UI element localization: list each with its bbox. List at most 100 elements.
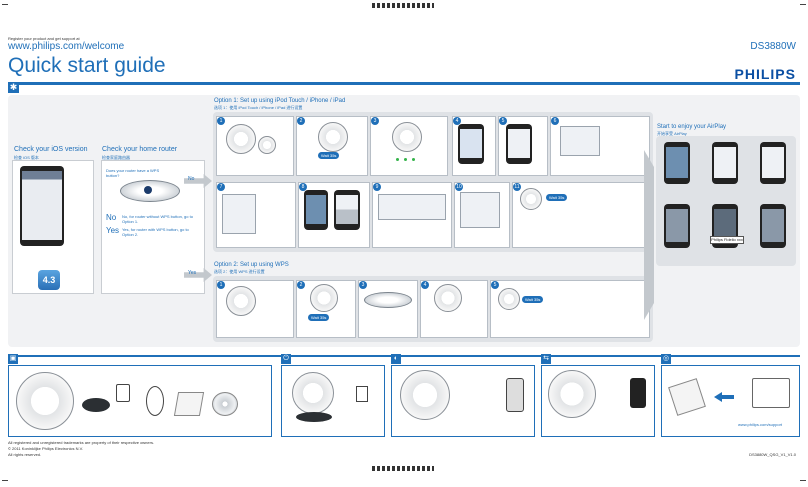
speaker-image [392,122,422,152]
wait-indicator: Wait 35s [546,194,568,201]
document-code: DS3880W_QSG_V1_V1.0 [749,452,796,457]
ios-title: Check your iOS version [14,146,88,153]
option1-title-cn: 选项 1：使用 iPod Touch / iPhone / iPad 进行设置 [214,105,303,110]
base-dock-image [296,412,332,422]
usb-icon: ⇆ [541,354,551,364]
no-label: No [106,213,117,222]
wait-indicator: Wait 35s [522,296,544,303]
speaker-image [258,136,276,154]
welcome-url[interactable]: www.philips.com/welcome [8,41,125,52]
enjoy-title: Start to enjoy your AirPlay [657,124,727,130]
crop-mark-tr [800,4,806,5]
wait-indicator: Wait 35s [318,152,340,159]
speaker-image [226,124,256,154]
option2-step5-card [490,280,650,338]
router-title-cn: 检查家庭路由器 [102,155,130,160]
step-badge: 2 [297,117,305,125]
step-badge: 1 [217,281,225,289]
ios-version-badge: 4.3 [38,270,60,290]
cd-image [212,392,238,416]
speaker-image [292,372,334,414]
speaker-image [226,286,256,316]
settings-gear-icon: ✱ [8,82,19,93]
box-contents-icon: ▣ [8,354,18,364]
speaker-image [400,370,450,420]
support-url[interactable]: www.philips.com/support [738,422,783,427]
router-image [364,292,412,308]
step-badge: 4 [453,117,461,125]
led-green-dot [412,158,415,161]
section-bar-bottom [8,355,800,357]
step-badge: 6 [551,117,559,125]
iphone-image [712,142,738,184]
section-bar-top [8,82,800,85]
mp3-player-image [506,378,524,412]
step-badge: 9 [373,183,381,191]
step-badge: 3 [359,281,367,289]
airplay-popup: Philips Fidelio xxx [710,236,744,244]
browser-screen [378,194,446,220]
laptop-image [752,378,790,408]
globe-icon: ◎ [661,354,671,364]
speaker-image [520,188,542,210]
speaker-image [548,370,596,418]
iphone-keyboard-image [334,190,360,230]
ios-title-cn: 检查 iOS 版本 [14,155,39,160]
step-badge: 2 [297,281,305,289]
iphone-image [760,142,786,184]
branch-yes-label: Yes [188,270,197,276]
step-badge: 3 [371,117,379,125]
legal-line-1: All registered and unregistered trademar… [8,440,155,445]
enjoy-title-cn: 开始享受 AirPlay [657,131,687,136]
iphone-image [506,124,532,164]
speaker-image [498,288,520,310]
iphone-usb-image [630,378,646,408]
registration-bar-bottom [372,466,434,471]
crop-mark-bl [2,480,8,481]
led-green-dot [404,158,407,161]
speaker-image [434,284,462,312]
documents-image [173,392,205,416]
registration-bar-top [372,3,434,8]
philips-logo: PHILIPS [734,66,796,82]
step-badge: 4 [421,281,429,289]
step-badge: 1 [217,117,225,125]
yes-label: Yes [106,226,120,235]
register-text: Register your product and get support at [8,36,80,41]
option2-title-cn: 选项 2：使用 WPS 进行设置 [214,269,265,274]
audio-in-icon: ◐ [391,354,401,364]
support-arrow [714,392,734,402]
legal-line-3: All rights reserved. [8,452,42,457]
router-title: Check your home router [102,146,178,153]
option1-title: Option 1: Set up using iPod Touch / iPho… [214,98,346,104]
led-green-dot [396,158,399,161]
iphone-music-image [664,204,690,248]
ios-version-number: 4.3 [42,275,56,285]
power-adapter-image [116,384,130,402]
option2-title: Option 2: Set up using WPS [214,262,289,268]
cable-image [146,386,164,416]
config-screen [460,192,500,228]
speaker-image [318,122,348,152]
legal-line-2: © 2011 Koninklijke Philips Electronics N… [8,446,83,451]
no-text: No, for router without WPS button, go to… [122,214,193,224]
power-icon: ⏻ [281,354,291,364]
power-plug-image [356,386,368,402]
step-badge: 11 [513,183,521,191]
step-badge: 5 [491,281,499,289]
speaker-image [16,372,74,430]
iphone-image [304,190,328,230]
wifi-list-screen [222,194,256,234]
crop-mark-tl [2,4,8,5]
step-badge: 10 [455,183,463,191]
speaker-image [310,284,338,312]
iphone-image [458,124,484,164]
page-title: Quick start guide [8,54,166,77]
branch-no-label: No [188,176,195,182]
router-question: Does your router have a WPS button? [106,168,160,178]
wait-indicator: Wait 35s [308,314,330,321]
step-badge: 8 [299,183,307,191]
iphone-image [20,166,64,246]
step-badge: 5 [499,117,507,125]
router-wps-button [144,186,152,194]
